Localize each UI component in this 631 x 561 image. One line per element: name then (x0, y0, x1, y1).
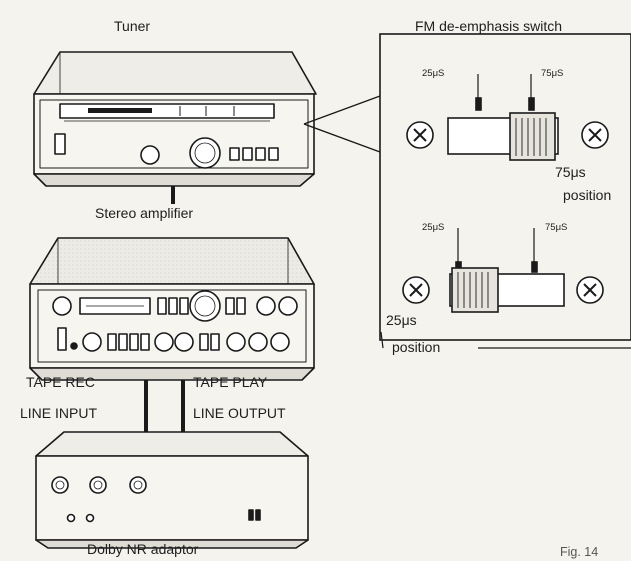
pos75-value: 75μs (555, 164, 586, 180)
switch-75us-illustration (407, 74, 608, 160)
tape-rec-label: TAPE REC (26, 374, 95, 390)
switch-25us-illustration (381, 228, 631, 348)
amp-volume-knob (190, 291, 220, 321)
amp-power-switch (58, 328, 66, 350)
pos75-word: position (563, 187, 611, 203)
figure-corner-label: Fig. 14 (560, 545, 598, 559)
top-75us-label: 75μS (541, 68, 563, 79)
top-25us-label: 25μS (422, 68, 444, 79)
fm-switch-title: FM de-emphasis switch (415, 18, 562, 34)
dolby-adaptor-unit (36, 432, 308, 548)
line-input-label: LINE INPUT (20, 405, 97, 421)
dolby-front-panel (36, 456, 308, 540)
line-output-label: LINE OUTPUT (193, 405, 286, 421)
pos25-value: 25μs (386, 312, 417, 328)
tuner-power-switch (55, 134, 65, 154)
dolby-adaptor-label: Dolby NR adaptor (87, 541, 198, 557)
amp-top-face (30, 238, 314, 284)
pos25-word: position (392, 339, 440, 355)
fm-switch-callout-lines (304, 96, 380, 152)
stereo-amplifier-unit (30, 238, 314, 380)
amp-front-panel (30, 284, 314, 368)
bottom-75us-label: 75μS (545, 222, 567, 233)
tuner-top-face (34, 52, 316, 94)
bottom-25us-label: 25μS (422, 222, 444, 233)
stereo-amplifier-label: Stereo amplifier (95, 205, 193, 221)
dolby-top-face (36, 432, 308, 456)
tuner-label: Tuner (114, 18, 150, 34)
tape-play-label: TAPE PLAY (193, 374, 267, 390)
tape-cables (146, 380, 183, 432)
tuner-unit (34, 52, 316, 186)
tuner-knob-large (190, 138, 220, 168)
tuner-knob-small (141, 146, 159, 164)
switch-slider-25 (452, 268, 498, 312)
switch-slider-75 (510, 113, 555, 160)
